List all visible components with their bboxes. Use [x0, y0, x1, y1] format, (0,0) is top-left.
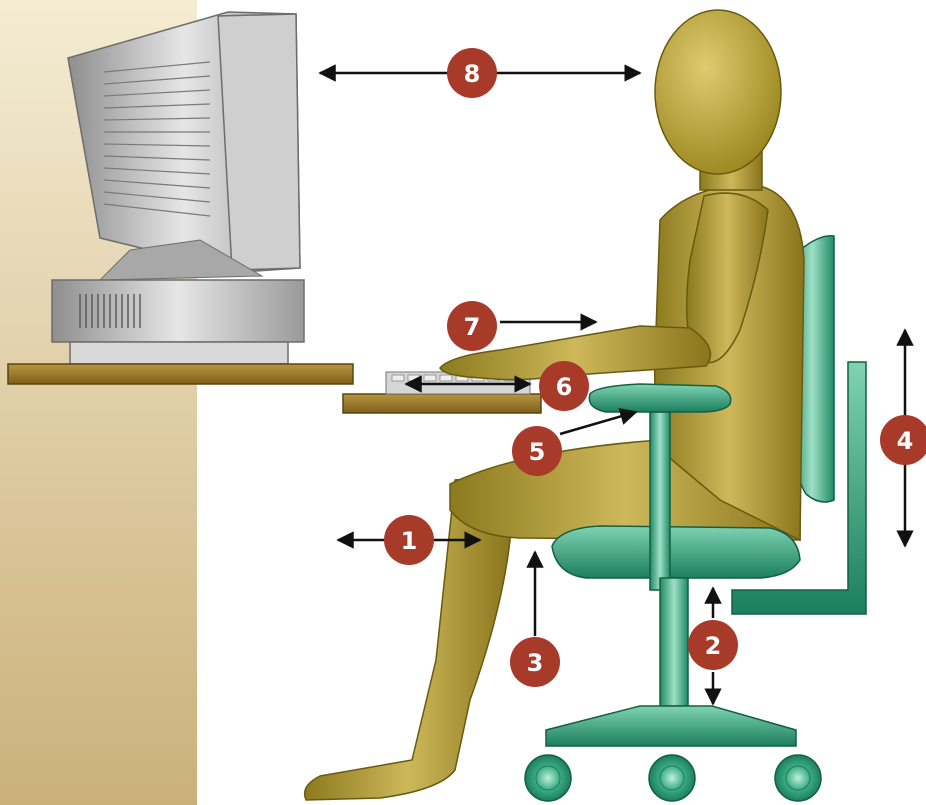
- svg-text:3: 3: [527, 649, 544, 677]
- badge-3: 3: [510, 637, 560, 687]
- svg-text:8: 8: [464, 60, 481, 88]
- chair-wheel-icon: [775, 755, 821, 801]
- svg-text:5: 5: [529, 438, 546, 466]
- svg-text:7: 7: [464, 313, 481, 341]
- badge-5: 5: [512, 426, 562, 476]
- chair-wheel-icon: [649, 755, 695, 801]
- badge-4: 4: [880, 415, 926, 465]
- computer-case-icon: [52, 280, 304, 364]
- badge-1: 1: [384, 515, 434, 565]
- arrow-5: [560, 412, 636, 434]
- badge-7: 7: [447, 301, 497, 351]
- svg-text:2: 2: [705, 632, 722, 660]
- badge-6: 6: [539, 361, 589, 411]
- desk-surface: [8, 364, 353, 384]
- keyboard-tray: [343, 394, 541, 413]
- badge-8: 8: [447, 48, 497, 98]
- svg-text:6: 6: [556, 373, 573, 401]
- svg-text:1: 1: [401, 527, 418, 555]
- badge-2: 2: [688, 620, 738, 670]
- svg-text:4: 4: [897, 427, 914, 455]
- chair-wheel-icon: [525, 755, 571, 801]
